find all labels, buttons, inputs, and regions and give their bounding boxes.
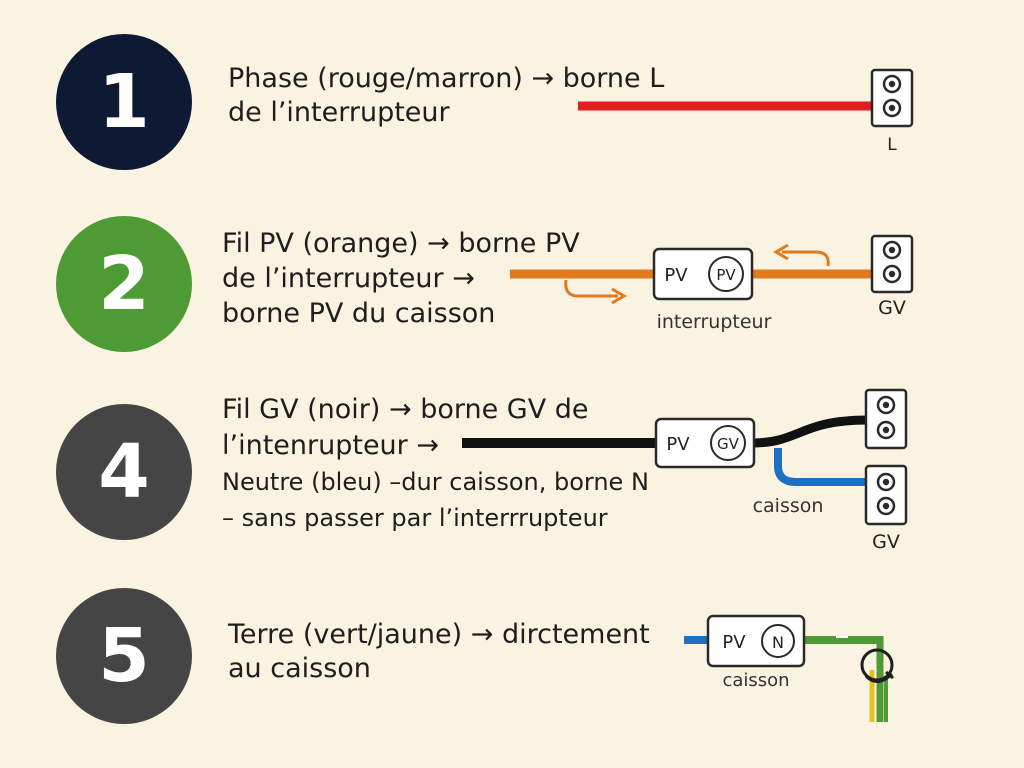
terminal-block-bottom [864,464,908,526]
step-instruction: Phase (rouge/marron) → borne L de l’inte… [228,62,664,130]
box-right-label: N [772,633,784,652]
terminal-block-top [864,388,908,450]
instruction-line: Phase (rouge/marron) → borne L [228,63,665,94]
box-left-label: PV [722,632,746,653]
flow-arrow-icon [611,287,627,305]
terminal-label: GV [872,531,900,553]
step-4: 4 Fil GV (noir) → borne GV de l’intenrup… [0,380,1024,580]
box-caption: caisson [753,495,824,517]
step-number-badge: 4 [56,404,192,540]
interrupteur-box [652,247,754,301]
neutral-wire [774,448,868,486]
terminal-label: GV [878,297,906,319]
instruction-line: l’intenrupteur → [222,430,439,461]
box-left-label: PV [664,265,688,286]
step-instruction: Terre (vert/jaune) → dirctement au caiss… [228,618,650,686]
step-2: 2 Fil PV (orange) → borne PV de l’interr… [0,190,1024,380]
terminal-block-l [870,68,914,128]
step-number-badge: 2 [56,216,192,352]
step-1: 1 Phase (rouge/marron) → borne L de l’in… [0,0,1024,190]
instruction-line: – sans passer par l’interrrupteur [222,504,608,532]
box-left-label: PV [666,434,690,455]
instruction-line: Fil GV (noir) → borne GV de [222,394,589,425]
flow-arrow-icon [773,243,789,261]
instruction-line: au caisson [228,653,371,684]
instruction-line: Fil PV (orange) → borne PV [222,228,580,259]
box-caption: interrupteur [657,311,772,333]
instruction-line: de l’interrupteur → [222,263,475,294]
flow-arrow-icon [564,279,618,298]
box-right-label: GV [717,435,740,453]
gv-wire [751,415,869,448]
step-instruction: Fil PV (orange) → borne PV de l’interrup… [222,226,580,331]
box-right-label: PV [716,266,736,284]
caisson-box [706,614,806,668]
step-5: 5 Terre (vert/jaune) → dirctement au cai… [0,580,1024,768]
instruction-line: Neutre (bleu) –dur caisson, borne N [222,468,649,496]
flow-arrow-icon [782,250,830,267]
ground-clamp-icon [860,648,894,683]
terminal-block-gv [870,234,914,294]
instruction-line: Terre (vert/jaune) → dirctement [228,619,650,650]
instruction-line: borne PV du caisson [222,298,496,329]
box-caption: caisson [722,670,789,691]
instruction-line: de l’interrupteur [228,97,450,128]
step-instruction: Fil GV (noir) → borne GV de l’intenrupte… [222,392,649,536]
step-number-badge: 5 [56,588,192,724]
terminal-label: L [887,135,897,155]
step-number-badge: 1 [56,34,192,170]
caisson-box [654,417,756,469]
